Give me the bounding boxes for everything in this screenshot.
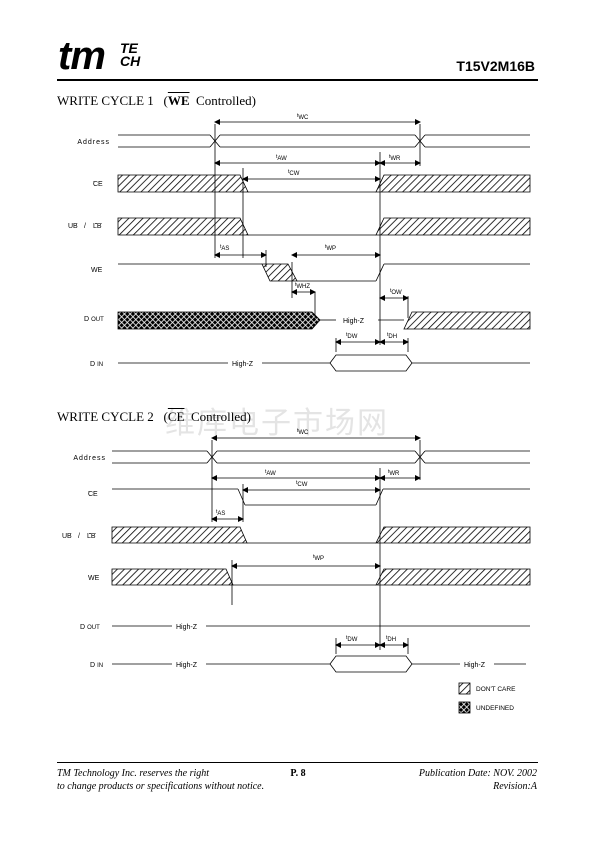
d1-tow-label: tOW (390, 288, 402, 296)
legend-dont-care-swatch (458, 682, 471, 695)
d1-tas-label: tAS (220, 244, 229, 252)
d2-tdh-label: tDH (386, 635, 396, 643)
diagram1-title-signal: WE (167, 93, 190, 108)
footer-publication-date: Publication Date: NOV. 2002 (418, 768, 537, 779)
d2-address-label: Address (73, 455, 106, 462)
footer-revision: Revision:A (493, 781, 537, 792)
d1-twc-label: tWC (297, 113, 309, 121)
d1-twr-label: tWR (389, 154, 401, 162)
d1-tdh-label: tDH (387, 332, 397, 340)
diagram2-title-signal: CE (167, 409, 185, 424)
d2-address-waveform (112, 450, 530, 464)
d1-twhz-label: tWHZ (295, 282, 310, 290)
footer-divider (57, 762, 538, 763)
d1-address-waveform (118, 134, 530, 148)
d1-dout-waveform (117, 311, 531, 330)
d1-ce-label: CE (93, 181, 103, 188)
d1-lb-label: LB (93, 223, 102, 230)
d2-ce-waveform (112, 488, 530, 506)
d1-tcw-label: tCW (288, 169, 300, 177)
d2-twr-label: tWR (388, 469, 400, 477)
diagram2-title-prefix: WRITE CYCLE 2 (57, 409, 154, 424)
d2-we-waveform (111, 568, 531, 586)
logo-superscript: TE (120, 40, 138, 56)
d2-slash-label: / (78, 533, 80, 540)
logo-subscript: CH (120, 53, 141, 69)
d1-taw-label: tAW (276, 154, 287, 162)
d2-twc-label: tWC (297, 428, 309, 436)
d1-reference-lines (214, 124, 421, 352)
d1-timing-arrows (214, 119, 421, 345)
d1-we-label: WE (91, 267, 103, 274)
d2-timing-arrows (211, 435, 421, 648)
legend-undefined-label: UNDEFINED (476, 705, 514, 712)
part-number: T15V2M16B (456, 58, 535, 74)
d1-ce-waveform (117, 174, 531, 193)
d1-twp-label: tWP (325, 244, 336, 252)
d1-dout-highz-label: High-Z (343, 318, 365, 325)
d2-dout-highz-label: High-Z (176, 624, 198, 631)
header-divider (57, 79, 538, 81)
diagram1-title-suffix: Controlled) (196, 93, 256, 108)
d1-we-waveform (118, 263, 530, 282)
footer-disclaimer-line1: TM Technology Inc. reserves the right (57, 768, 210, 779)
legend-undefined-swatch (458, 701, 471, 714)
d2-tas-label: tAS (216, 509, 225, 517)
d1-ub-lb-waveform (117, 217, 531, 236)
diagram2-title-suffix: Controlled) (190, 409, 251, 424)
d2-tcw-label: tCW (296, 480, 308, 488)
d2-din-waveform (112, 655, 526, 673)
diagram1-title: WRITE CYCLE 1 (WE Controlled) (57, 93, 256, 108)
d2-din-highz-right-label: High-Z (464, 662, 486, 669)
d1-ub-label: UB (68, 223, 78, 230)
d2-taw-label: tAW (265, 469, 276, 477)
d1-din-highz-label: High-Z (232, 361, 254, 368)
diagram1-title-prefix: WRITE CYCLE 1 (57, 93, 154, 108)
diagram2-title: WRITE CYCLE 2 (CE Controlled) (57, 409, 251, 424)
d2-lb-label: LB (87, 533, 96, 540)
d1-address-label: Address (77, 139, 110, 146)
legend-dont-care-label: DON'T CARE (476, 686, 516, 693)
d2-ub-lb-waveform (111, 526, 531, 544)
d2-twp-label: tWP (313, 554, 324, 562)
d2-we-label: WE (88, 575, 100, 582)
d2-tdw-label: tDW (346, 635, 358, 643)
d1-tdw-label: tDW (346, 332, 358, 340)
page-number: P. 8 (290, 768, 306, 779)
footer-disclaimer-line2: to change products or specifications wit… (57, 781, 265, 792)
d2-din-highz-left-label: High-Z (176, 662, 198, 669)
d1-din-waveform (118, 354, 530, 372)
d2-ce-label: CE (88, 491, 98, 498)
d1-slash-label: / (84, 223, 86, 230)
logo-main-text: tm (58, 34, 106, 78)
company-logo: tm TE CH (58, 34, 140, 78)
d2-ub-label: UB (62, 533, 72, 540)
